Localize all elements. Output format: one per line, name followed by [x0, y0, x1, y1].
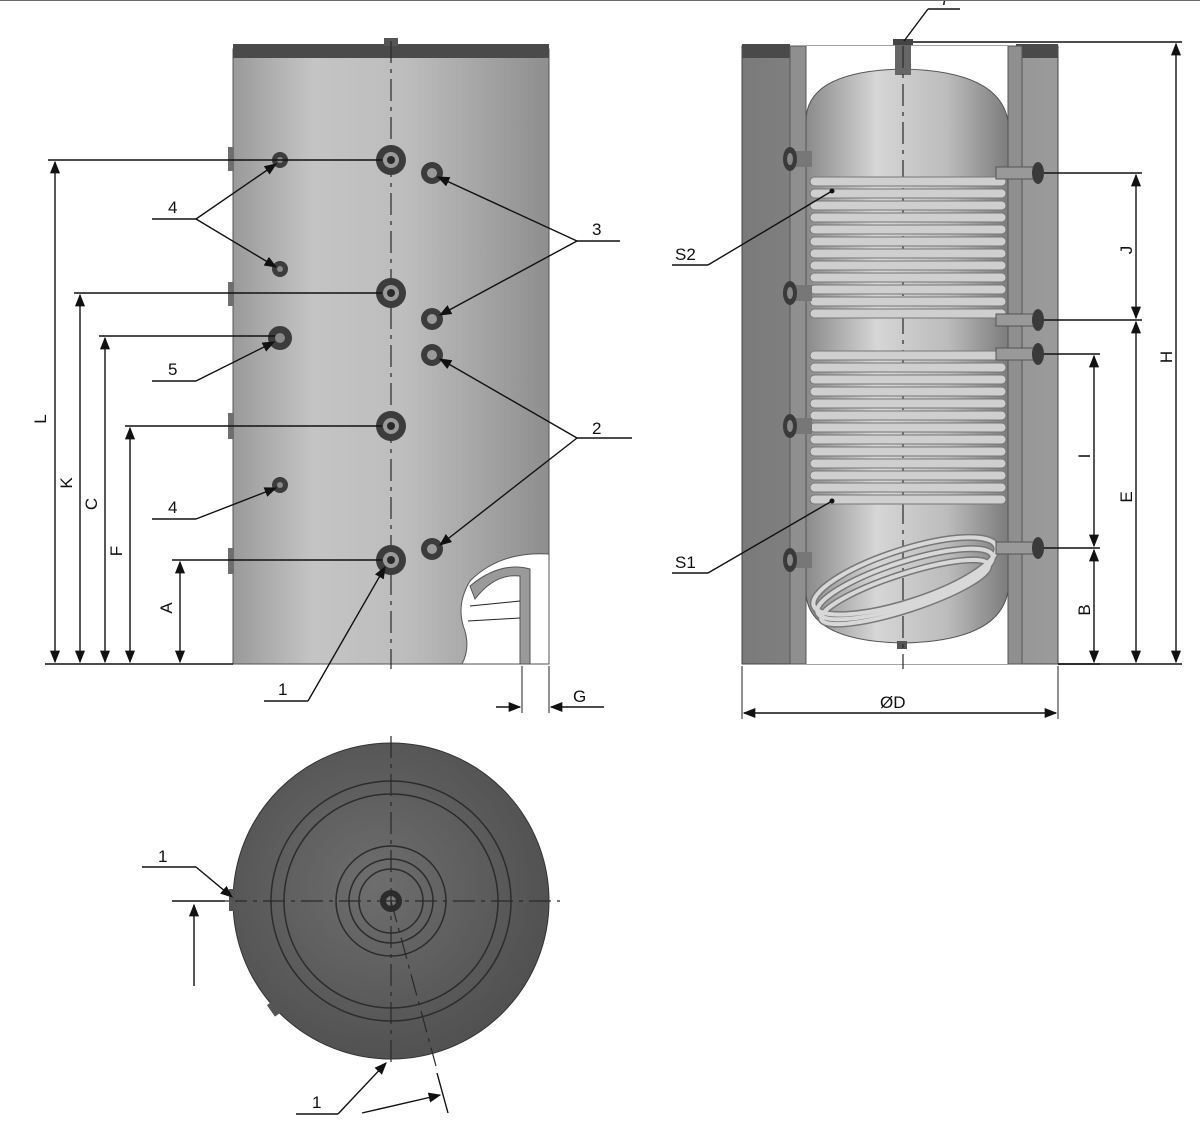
callout-label-5: 5	[168, 360, 177, 379]
section-dimension-labels: J I B E H	[1075, 246, 1176, 616]
main-sockets	[376, 145, 406, 575]
plan-callout-label-1b: 1	[312, 1093, 321, 1112]
callout-2: 2	[438, 358, 632, 546]
callout-5: 5	[152, 341, 276, 382]
dim-label-a: A	[157, 602, 176, 614]
dim-label-c: C	[82, 498, 101, 510]
callout-s2: S2	[672, 188, 835, 266]
dim-label-h: H	[1157, 351, 1176, 363]
plan-view: 1 1	[142, 736, 560, 1115]
callout-label-2: 2	[592, 419, 601, 438]
front-dimension-labels: L K C F A	[31, 414, 176, 613]
callout-s1: S1	[672, 498, 835, 574]
upper-coil	[809, 176, 1007, 319]
callout-label-7: 7	[940, 1, 949, 9]
callout-7: 7	[903, 1, 960, 42]
cutaway-coil	[469, 566, 531, 665]
dim-label-i: I	[1075, 454, 1094, 459]
dim-label-g: G	[573, 687, 586, 706]
dimension-g: G	[496, 666, 604, 713]
dim-label-diameter: ØD	[880, 693, 906, 712]
dim-label-b: B	[1075, 604, 1094, 615]
front-view: L K C F A 4 3 5	[31, 38, 632, 713]
vertical-dimensions	[49, 160, 186, 664]
section-view: J I B E H ØD S2 S1 7	[672, 1, 1182, 719]
plan-axis-diagonal	[390, 900, 437, 1067]
shell-top-right	[1016, 44, 1058, 58]
plan-callout-label-1a: 1	[158, 847, 167, 866]
plan-callout-1-bottom: 1	[296, 1062, 449, 1115]
callout-4-bottom: 4	[152, 487, 278, 520]
dim-label-k: K	[57, 477, 76, 489]
dim-label-l: L	[31, 414, 50, 423]
right-nozzles	[995, 162, 1044, 559]
callout-label-4b: 4	[168, 498, 177, 517]
callout-label-1: 1	[278, 680, 287, 699]
callout-label-4a: 4	[168, 198, 177, 217]
section-reference-lines	[913, 41, 1182, 665]
dim-label-j: J	[1117, 246, 1136, 255]
coil-label-s2: S2	[675, 245, 696, 264]
dim-label-f: F	[107, 546, 126, 556]
callout-4-top: 4	[152, 163, 278, 268]
left-nozzles	[783, 147, 812, 572]
callout-label-3: 3	[592, 220, 601, 239]
callout-1-front: 1	[264, 565, 386, 702]
section-vertical-dimensions	[1088, 42, 1182, 664]
vessel-bottom-fitting	[897, 641, 907, 649]
callout-3: 3	[436, 176, 620, 316]
coil-label-s1: S1	[675, 553, 696, 572]
dimension-diameter: ØD	[741, 666, 1059, 719]
dim-label-e: E	[1117, 491, 1136, 502]
shell-top-left	[742, 44, 790, 58]
reference-lines	[45, 159, 382, 665]
plan-callout-1-left: 1	[142, 847, 233, 986]
